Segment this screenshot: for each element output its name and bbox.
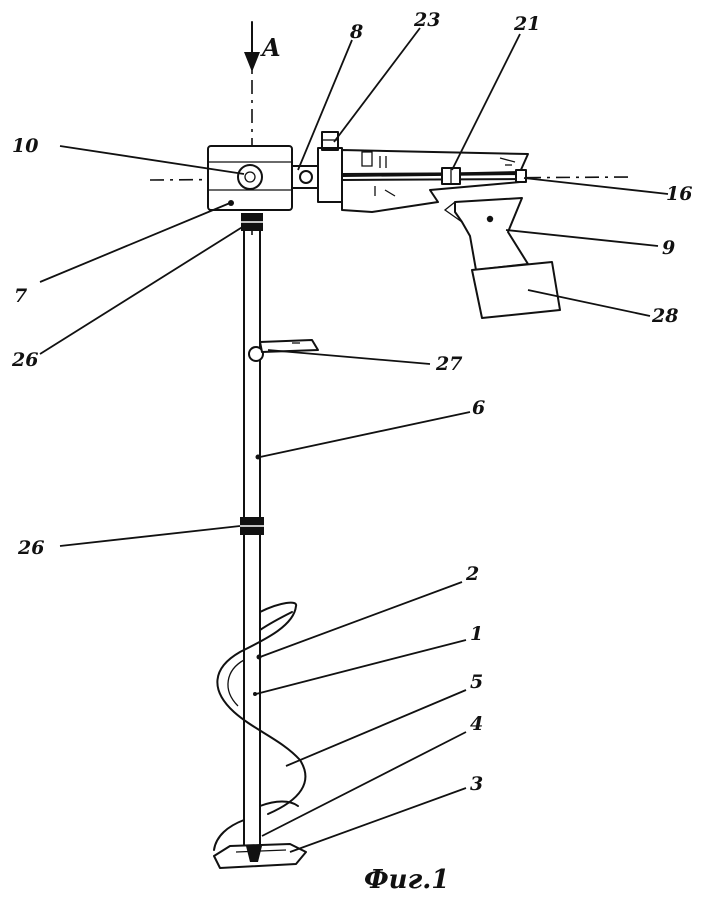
callout-9: 9 xyxy=(662,237,675,259)
callout-23: 23 xyxy=(413,9,440,31)
callout-26-upper: 26 xyxy=(11,349,38,371)
view-label-a: A xyxy=(260,33,281,62)
cutter xyxy=(213,843,307,869)
figure-caption: Фиг.1 xyxy=(364,865,449,895)
callout-8: 8 xyxy=(349,21,363,43)
callout-16: 16 xyxy=(666,183,692,205)
leader-lines xyxy=(39,27,669,853)
callout-21: 21 xyxy=(513,13,540,35)
callout-7: 7 xyxy=(14,285,27,307)
callout-2: 2 xyxy=(465,563,479,585)
pistol-grip xyxy=(443,197,529,271)
callout-1: 1 xyxy=(470,623,483,645)
handle-bracket xyxy=(248,339,319,362)
lower-coupling xyxy=(240,517,264,535)
coupling xyxy=(291,131,343,203)
gearbox-housing xyxy=(207,145,293,211)
callout-10: 10 xyxy=(12,135,38,157)
auger-spiral xyxy=(213,601,307,851)
callout-28: 28 xyxy=(651,305,678,327)
drill-body xyxy=(341,149,529,213)
callout-5: 5 xyxy=(470,671,483,693)
callout-3: 3 xyxy=(470,773,483,795)
rod xyxy=(243,230,262,856)
callout-4: 4 xyxy=(470,713,483,735)
callout-26-lower: 26 xyxy=(17,537,44,559)
callout-27: 27 xyxy=(435,353,462,375)
callout-6: 6 xyxy=(472,397,485,419)
upper-coupling xyxy=(241,213,263,231)
battery xyxy=(471,261,561,319)
